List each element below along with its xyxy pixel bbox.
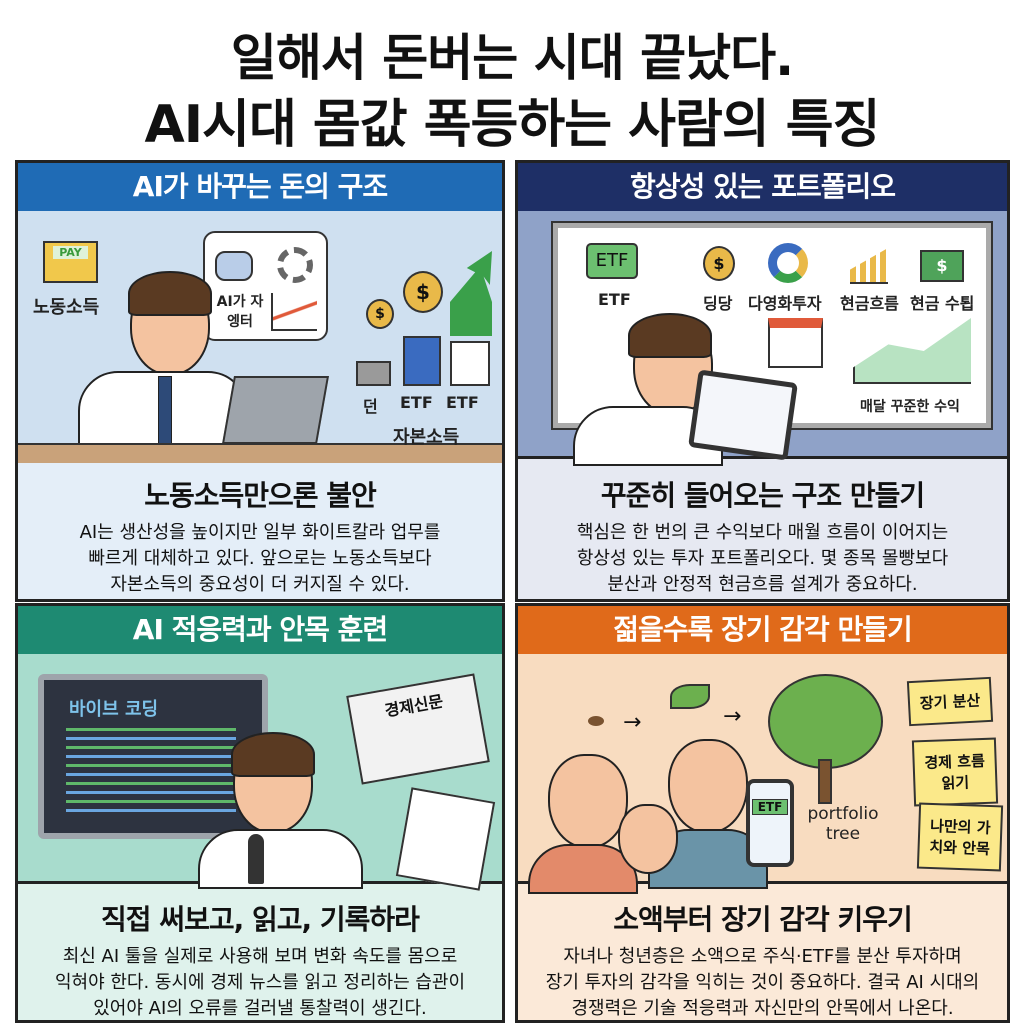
panel-body: 핵심은 한 번의 큰 수익보다 매월 흐름이 이어지는 항상성 있는 투자 포트…: [518, 520, 1007, 598]
code-lines: [66, 728, 236, 818]
mother: [548, 754, 628, 849]
bar: [403, 336, 441, 386]
money-bag-icon: $: [366, 299, 394, 329]
illustration: PAY 노동소득 AI가 자엥터 $ $ 던 ETF ETF 자본소득: [18, 211, 502, 463]
panel-subtitle: 소액부터 장기 감각 키우기: [613, 903, 913, 936]
desk: [18, 443, 502, 463]
bar: [450, 341, 490, 386]
bar-label: ETF: [446, 393, 479, 412]
panel-header: AI 적응력과 안목 훈련: [18, 606, 502, 654]
headline-line2: AI시대 몸값 폭등하는 사람의 특징: [144, 95, 881, 155]
panel-subtitle: 직접 써보고, 읽고, 기록하라: [101, 903, 420, 936]
hair: [628, 313, 712, 358]
laptop-icon: [222, 376, 329, 444]
body-line: 최신 AI 툴을 실제로 사용해 보며 변화 속도를 몸으로: [62, 946, 458, 967]
illustration: 바이브 코딩 경제신문: [18, 654, 502, 891]
robot-icon: [215, 251, 253, 281]
panel-subtitle: 꾸준히 들어오는 구조 만들기: [600, 479, 925, 512]
donut-chart-icon: [768, 243, 808, 283]
body-line: 장기 투자의 감각을 익히는 것이 중요하다. 결국 AI 시대의: [545, 972, 980, 993]
body-line: 자본소득의 중요성이 더 커지질 수 있다.: [110, 574, 410, 595]
newspaper-icon: 경제신문: [346, 673, 490, 785]
newspaper-label: 경제신문: [383, 691, 445, 721]
phone-icon: ETF: [746, 779, 794, 867]
body-line: 익혀야 한다. 동시에 경제 뉴스를 읽고 정리하는 습관이: [54, 972, 466, 993]
bubble-label: AI가 자엥터: [216, 294, 264, 330]
cashflow-label: 현금흐름: [840, 294, 899, 313]
sticky-note: 경제 흐름 읽기: [911, 737, 999, 807]
body-line: 경쟁력은 기술 적응력과 자신만의 안목에서 나온다.: [571, 998, 954, 1019]
body-line: 자녀나 청년층은 소액으로 주식·ETF를 분산 투자하며: [563, 946, 962, 967]
panel-body: 자녀나 청년층은 소액으로 주식·ETF를 분산 투자하며 장기 투자의 감각을…: [518, 944, 1007, 1020]
microphone-icon: [248, 834, 264, 884]
tie: [158, 376, 172, 446]
panel-header: 젊을수록 장기 감각 만들기: [518, 606, 1007, 654]
etf-label: ETF: [598, 290, 631, 309]
panel-ai-adaptation: AI 적응력과 안목 훈련 바이브 코딩 경제신문 직접 써보고, 읽고, 기록…: [15, 603, 505, 1023]
checklist-icon: [395, 787, 496, 891]
tree-trunk: [818, 759, 832, 804]
monthly-label: 매달 꾸준한 수익: [860, 399, 960, 415]
envelope-icon: PAY: [43, 241, 98, 283]
arrow-icon: →: [623, 710, 642, 735]
etf-badge: ETF: [586, 243, 638, 279]
diversified-label: 다영화투자: [748, 294, 822, 313]
sticky-note: 장기 분산: [906, 676, 994, 727]
tree-label: portfolio tree: [807, 804, 879, 844]
cash-income-label: 현금 수툅: [910, 294, 975, 313]
panel-portfolio: 항상성 있는 포트폴리오 ETF ETF $ 딩당 다영화투자 현금흐름 $ 현…: [515, 160, 1010, 602]
growth-arrow-icon: [450, 251, 492, 336]
bar: [356, 361, 391, 386]
panel-money-structure: AI가 바꾸는 돈의 구조 PAY 노동소득 AI가 자엥터 $ $ 던 ETF…: [15, 160, 505, 602]
headline-line1: 일해서 돈버는 시대 끝났다.: [230, 29, 794, 87]
gear-icon: [277, 247, 313, 283]
panel-header: 항상성 있는 포트폴리오: [518, 163, 1007, 211]
arrow-icon: →: [723, 704, 742, 729]
declining-chart-icon: [271, 293, 317, 331]
body-line: 빠르게 대체하고 있다. 앞으로는 노동소득보다: [88, 548, 432, 569]
speech-bubble: AI가 자엥터: [203, 231, 328, 341]
child: [618, 804, 678, 874]
bar-label: ETF: [400, 393, 433, 412]
cash-icon: $: [920, 250, 964, 282]
illustration: → → portfolio tree 장기 분산 경제 흐름 읽기 나만의 가치…: [518, 654, 1007, 894]
body-line: 있어야 AI의 오류를 걸러낼 통찰력이 생긴다.: [93, 998, 427, 1019]
body-line: 분산과 안정적 현금흐름 설계가 중요하다.: [607, 574, 918, 595]
illustration: ETF ETF $ 딩당 다영화투자 현금흐름 $ 현금 수툅 매달 꾸준한 수…: [518, 211, 1007, 466]
body-line: 항상성 있는 투자 포트폴리오다. 몇 종목 몰빵보다: [576, 548, 949, 569]
labor-income-label: 노동소득: [33, 297, 100, 318]
money-bag-icon: $: [403, 271, 443, 313]
dividend-label: 딩당: [703, 294, 733, 313]
sticky-note: 나만의 가치와 안목: [916, 802, 1004, 872]
panel-subtitle: 노동소득만으론 불안: [144, 479, 377, 512]
panel-body: AI는 생산성을 높이지만 일부 화이트칼라 업무를 빠르게 대체하고 있다. …: [18, 520, 502, 598]
calendar-icon: [768, 318, 823, 368]
hair: [231, 732, 315, 777]
growth-chart-icon: [850, 248, 888, 284]
body-line: AI는 생산성을 높이지만 일부 화이트칼라 업무를: [79, 522, 441, 543]
tablet-icon: [688, 369, 798, 461]
bar-label: 던: [363, 397, 378, 416]
panel-long-term: 젊을수록 장기 감각 만들기 → → portfolio tree 장기 분산 …: [515, 603, 1010, 1023]
line-chart-icon: [853, 318, 971, 384]
money-bag-icon: $: [703, 246, 735, 281]
sprout-icon: [670, 684, 710, 709]
father: [668, 739, 748, 834]
shirt: [198, 829, 363, 889]
screen-title: 바이브 코딩: [69, 699, 159, 720]
panel-header: AI가 바꾸는 돈의 구조: [18, 163, 502, 211]
monitor: 바이브 코딩: [38, 674, 268, 839]
bar-chart-icon: $ $: [348, 251, 498, 386]
panel-body: 최신 AI 툴을 실제로 사용해 보며 변화 속도를 몸으로 익혀야 한다. 동…: [18, 944, 502, 1020]
hair: [128, 271, 212, 316]
phone-etf-label: ETF: [752, 799, 788, 815]
tree-icon: [768, 674, 883, 769]
seed-icon: [588, 716, 604, 726]
capital-income-label: 자본소득: [393, 427, 460, 448]
body-line: 핵심은 한 번의 큰 수익보다 매월 흐름이 이어지는: [576, 522, 949, 543]
